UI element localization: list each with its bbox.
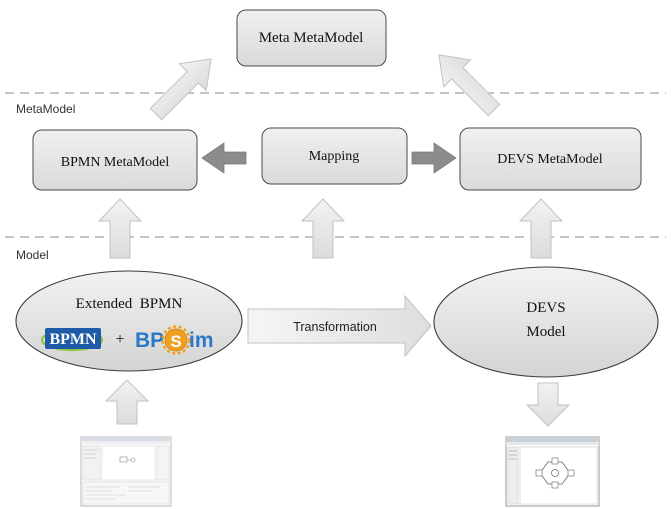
bpmn-logo-text: BPMN — [49, 331, 97, 348]
arrow-bpmn-to-meta — [149, 58, 212, 121]
bpsim-logo-im: im — [189, 329, 214, 352]
arrow-model-to-bpmn-metamodel — [97, 198, 143, 259]
arrow-devs-to-meta — [438, 54, 501, 117]
devs-metamodel-label: DEVS MetaModel — [497, 152, 602, 167]
devs-simulator-screenshot — [505, 436, 600, 507]
model-layer-label: Model — [16, 248, 49, 262]
arrow-editor-to-extended-bpmn — [104, 379, 150, 425]
bpmn-logo: BPMN — [40, 328, 104, 352]
devs-model-node: DEVS Model — [433, 266, 659, 378]
bpsim-logo: BP S im — [135, 325, 214, 355]
metamodel-layer-label: MetaModel — [16, 102, 75, 116]
bpsim-logo-bp: BP — [135, 329, 164, 352]
devs-model-label-line1: DEVS — [526, 300, 565, 316]
mapping-label: Mapping — [309, 149, 360, 164]
transformation-label: Transformation — [293, 320, 377, 334]
arrow-model-to-mapping — [300, 198, 346, 259]
devs-model-label-line2: Model — [526, 324, 565, 340]
plus-sign: + — [115, 331, 124, 348]
bpsim-logo-s: S — [170, 332, 181, 351]
arrow-devs-model-to-simulator — [525, 382, 571, 427]
extended-bpmn-label: Extended BPMN — [76, 296, 183, 312]
bpmn-metamodel-label: BPMN MetaModel — [61, 155, 170, 170]
arrow-mapping-to-devs — [411, 142, 457, 174]
arrow-mapping-to-bpmn — [201, 142, 247, 174]
arrow-model-to-devs-metamodel — [518, 198, 564, 259]
bpmn-editor-screenshot — [80, 436, 172, 507]
transformation-arrow: Transformation — [247, 294, 432, 358]
meta-metamodel-label: Meta MetaModel — [259, 30, 364, 46]
mapping-node: Mapping — [261, 127, 408, 185]
extended-bpmn-node: Extended BPMN BPMN + BP S im — [15, 270, 243, 372]
bpmn-metamodel-node: BPMN MetaModel — [32, 129, 198, 191]
meta-metamodel-node: Meta MetaModel — [236, 9, 387, 67]
devs-metamodel-node: DEVS MetaModel — [459, 127, 642, 191]
